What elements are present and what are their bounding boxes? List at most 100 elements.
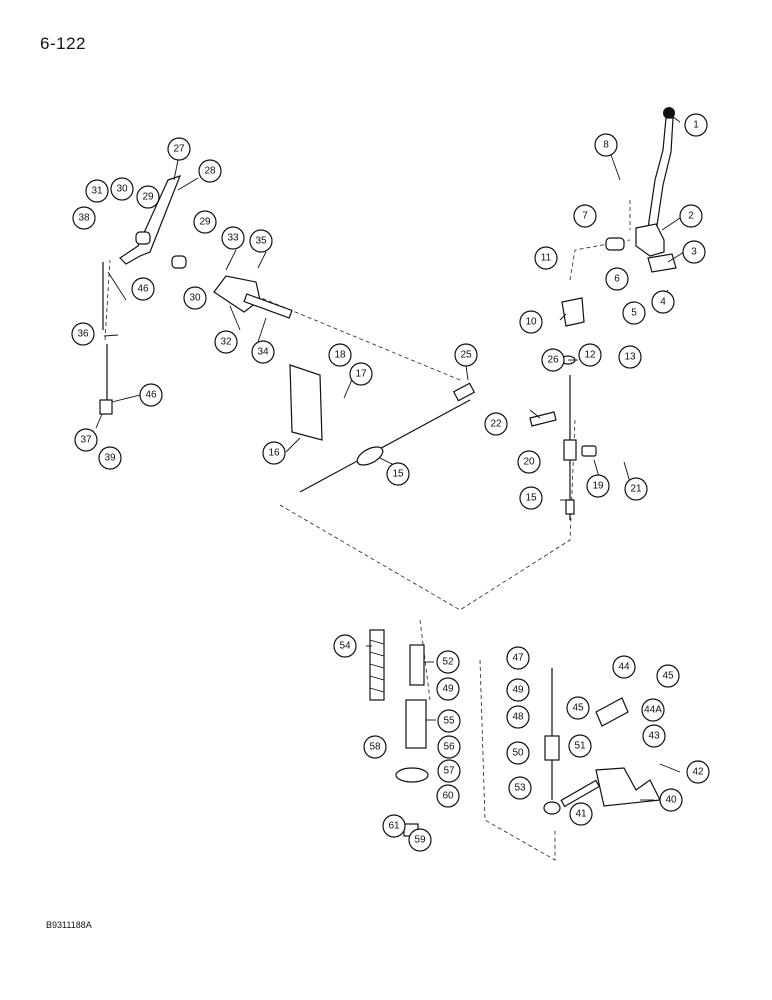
callout-33: 33 (221, 226, 245, 250)
callout-18: 18 (328, 343, 352, 367)
cable-bracket-part (289, 364, 323, 441)
callout-26: 27 (167, 137, 191, 161)
vertical-cable (563, 375, 577, 520)
callout-11: 11 (534, 246, 558, 270)
callout-label: 7 (582, 211, 588, 222)
callout-label: 34 (257, 347, 269, 358)
callout-label: 57 (443, 766, 455, 777)
callout-51: 51 (568, 734, 592, 758)
callout-1: 1 (684, 113, 708, 137)
callout-label: 29 (199, 217, 211, 228)
callout-58: 58 (363, 735, 387, 759)
callout-36: 36 (71, 322, 95, 346)
callout-label: 22 (490, 419, 502, 430)
callout-44: 44 (612, 655, 636, 679)
callout-6: 6 (605, 267, 629, 291)
callout-label: 47 (512, 653, 524, 664)
callout-label: 2 (688, 211, 694, 222)
callout-61: 61 (382, 814, 406, 838)
callout-42: 42 (686, 760, 710, 784)
callout-label: 4 (660, 297, 666, 308)
callout-49: 49 (436, 677, 460, 701)
callout-22: 22 (484, 412, 508, 436)
plate-part (647, 253, 677, 273)
callout-label: 54 (339, 641, 351, 652)
callout-17: 17 (349, 362, 373, 386)
callout-3: 3 (682, 240, 706, 264)
callout-label: 46 (137, 284, 149, 295)
callout-label: 40 (665, 795, 677, 806)
callout-5: 5 (622, 301, 646, 325)
control-rod (99, 262, 113, 415)
callout-label: 15 (525, 493, 537, 504)
callout-label: 48 (512, 712, 524, 723)
callout-8: 8 (594, 133, 618, 157)
callout-label: 13 (624, 352, 636, 363)
callout-label: 42 (692, 767, 704, 778)
callout-12: 12 (578, 343, 602, 367)
callout-35: 35 (249, 229, 273, 253)
callout-2: 2 (679, 204, 703, 228)
callout-4: 4 (651, 290, 675, 314)
callout-label: 3 (691, 247, 697, 258)
callout-label: 56 (443, 742, 455, 753)
callout-label: 55 (443, 716, 455, 727)
page-number: 6-122 (40, 34, 86, 53)
callout-label: 51 (574, 741, 586, 752)
clevis-part (581, 445, 597, 457)
callout-label: 52 (442, 657, 454, 668)
callout-label: 17 (355, 369, 367, 380)
callout-7: 7 (573, 204, 597, 228)
callout-41: 41 (569, 802, 593, 826)
callout-label: 45 (662, 671, 674, 682)
callout-37: 37 (74, 428, 98, 452)
callout-label: 30 (189, 293, 201, 304)
callout-30: 30 (110, 177, 134, 201)
bushing-part (605, 237, 625, 251)
link-part (529, 411, 557, 427)
callout-label: 49 (442, 684, 454, 695)
callout-15: 15 (386, 462, 410, 486)
callout-27: 26 (541, 348, 565, 372)
callout-label: 44A (644, 705, 662, 716)
callout-label: 50 (512, 748, 524, 759)
callout-39: 39 (98, 446, 122, 470)
callout-label: 58 (369, 742, 381, 753)
callout-label: 31 (91, 186, 103, 197)
callout-57: 57 (437, 759, 461, 783)
spring-part (369, 629, 385, 701)
figure-code: B9311188A (46, 920, 92, 930)
callout-label: 21 (630, 484, 642, 495)
callout-label: 19 (592, 481, 604, 492)
callout-55: 55 (437, 709, 461, 733)
callout-60: 60 (436, 784, 460, 808)
pivot-bracket-part (561, 297, 585, 327)
callout-44A: 44A (641, 698, 665, 722)
callout-15: 15 (519, 486, 543, 510)
shift-lever (635, 107, 675, 257)
callout-label: 53 (514, 783, 526, 794)
callout-25: 25 (454, 343, 478, 367)
callout-label: 36 (77, 329, 89, 340)
lower-right-assembly (543, 668, 661, 815)
callout-29: 29 (136, 185, 160, 209)
callout-50: 50 (506, 741, 530, 765)
callout-label: 28 (204, 166, 216, 177)
callout-54: 54 (333, 634, 357, 658)
callout-label: 61 (388, 821, 400, 832)
callout-label: 10 (525, 317, 537, 328)
callout-label: 45 (572, 703, 584, 714)
callout-43: 43 (642, 724, 666, 748)
callout-38: 38 (72, 206, 96, 230)
callout-label: 12 (584, 350, 596, 361)
cable-end-part (409, 644, 425, 686)
callout-label: 35 (255, 236, 267, 247)
callout-52: 52 (436, 650, 460, 674)
callouts: 1 2 3 4 5 6 7 8 10 11 12 13 15 15 16 17 … (71, 113, 710, 852)
callout-label: 26 (547, 355, 559, 366)
callout-48: 48 (506, 705, 530, 729)
callout-30: 30 (183, 286, 207, 310)
callout-label: 15 (392, 469, 404, 480)
callout-label: 43 (648, 731, 660, 742)
